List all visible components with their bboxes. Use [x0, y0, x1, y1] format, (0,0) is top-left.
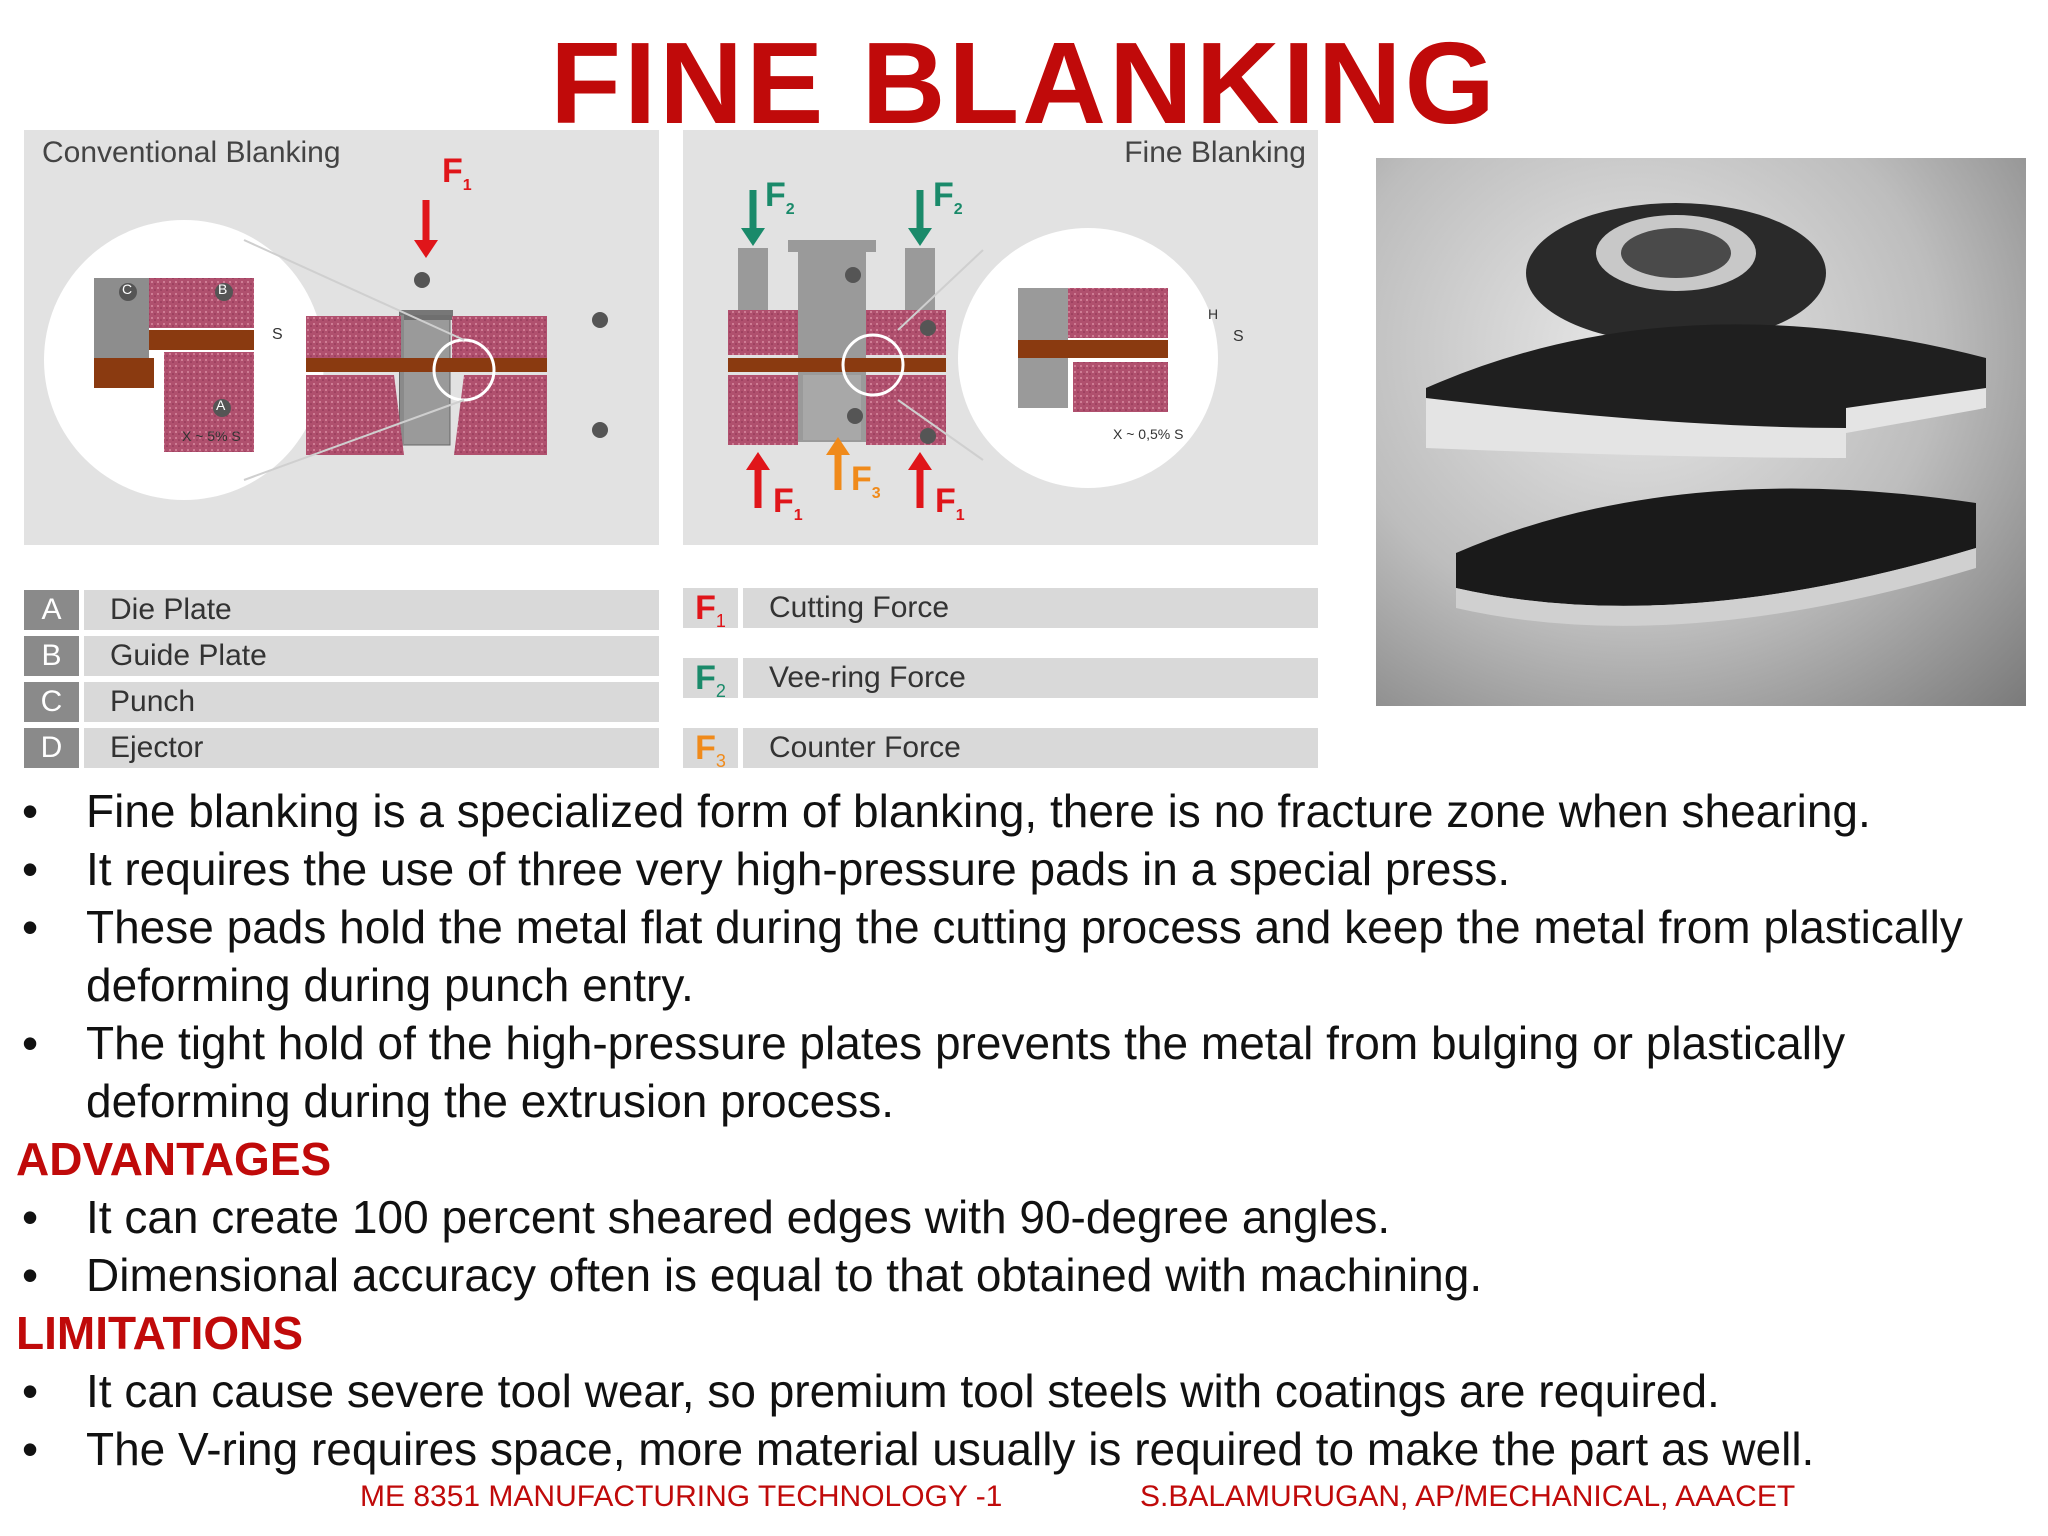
marker-a: A	[216, 397, 226, 413]
legend-key: D	[24, 728, 79, 768]
fine-blanking-label: Fine Blanking	[1124, 136, 1306, 169]
legend-row: D Ejector	[24, 728, 659, 768]
legend-key: B	[24, 636, 79, 676]
advantage-item: •Dimensional accuracy often is equal to …	[22, 1249, 1483, 1301]
advantage-item: •It can create 100 percent sheared edges…	[22, 1191, 1391, 1243]
force-label-f1: F1	[442, 152, 472, 194]
legend-label: Punch	[84, 682, 659, 722]
page-title: FINE BLANKING	[550, 18, 1498, 148]
legend-label: Ejector	[84, 728, 659, 768]
marker-c: C	[122, 281, 133, 297]
fine-blanking-panel: Fine Blanking	[683, 130, 1318, 545]
marker-s-right: S	[1233, 328, 1244, 345]
zoom-note-left: X ~ 5% S	[182, 428, 241, 444]
legend-label: Die Plate	[84, 590, 659, 630]
zoom-note-right: X ~ 0,5% S	[1113, 426, 1184, 442]
fine-blanking-diagram	[728, 190, 1218, 508]
legend-row: A Die Plate	[24, 590, 659, 630]
legend-row: C Punch	[24, 682, 659, 722]
marker-s: S	[272, 326, 283, 343]
legend-key: C	[24, 682, 79, 722]
limitation-item: •The V-ring requires space, more materia…	[22, 1423, 1815, 1475]
legend-label: Guide Plate	[84, 636, 659, 676]
force-row: F1 Cutting Force	[683, 588, 1318, 631]
conventional-blanking-label: Conventional Blanking	[42, 136, 341, 169]
force-label-f3: F3	[851, 460, 881, 502]
marker-h: H	[1208, 306, 1219, 322]
bullet-item: •It requires the use of three very high-…	[22, 843, 1511, 895]
conventional-blanking-panel: Conventional Blanking	[24, 130, 659, 545]
force-label: Cutting Force	[743, 588, 1318, 628]
marker-b: B	[218, 281, 228, 297]
force-label: Vee-ring Force	[743, 658, 1318, 698]
force-row: F3 Counter Force	[683, 728, 1318, 771]
conventional-blanking-diagram	[44, 200, 608, 500]
bullet-item: •Fine blanking is a specialized form of …	[22, 785, 1871, 837]
advantages-heading: ADVANTAGES	[16, 1133, 332, 1185]
bullet-item: •The tight hold of the high-pressure pla…	[22, 1017, 1846, 1127]
legend-row: B Guide Plate	[24, 636, 659, 676]
limitations-heading: LIMITATIONS	[16, 1307, 304, 1359]
force-key: F3	[683, 728, 738, 771]
force-key: F2	[683, 658, 738, 701]
legend-key: A	[24, 590, 79, 630]
force-label-f1-right: F1	[935, 482, 965, 524]
force-label: Counter Force	[743, 728, 1318, 768]
force-label-f2-right: F2	[933, 176, 963, 218]
footer-author: S.BALAMURUGAN, AP/MECHANICAL, AAACET	[1140, 1480, 1796, 1513]
content-body: •Fine blanking is a specialized form of …	[16, 782, 2036, 1478]
force-row: F2 Vee-ring Force	[683, 658, 1318, 701]
force-label-f2-left: F2	[765, 176, 795, 218]
bullet-item: •These pads hold the metal flat during t…	[22, 901, 1963, 1011]
force-label-f1-left: F1	[773, 482, 803, 524]
fine-blanked-part-photo	[1376, 158, 2026, 706]
limitation-item: •It can cause severe tool wear, so premi…	[22, 1365, 1720, 1417]
footer-course: ME 8351 MANUFACTURING TECHNOLOGY -1	[360, 1480, 1003, 1513]
force-key: F1	[683, 588, 738, 631]
